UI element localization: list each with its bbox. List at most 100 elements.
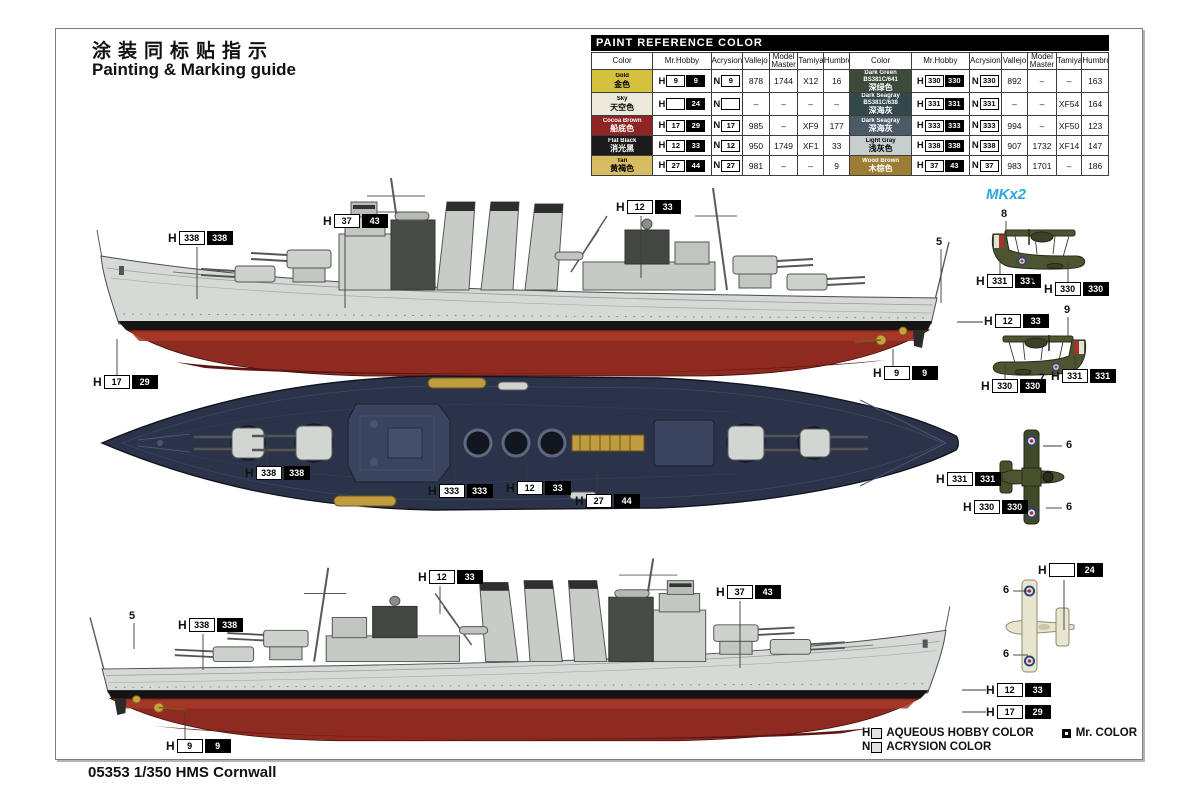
col-humbrol: Humbrol [822, 52, 851, 70]
hangar-block [390, 219, 436, 291]
humbrol-value: 186 [1081, 155, 1109, 176]
vallejo-value: 907 [1000, 135, 1029, 156]
aft-hangar-block [624, 229, 670, 265]
funnel-top [463, 428, 493, 458]
col-tamiya: Tamiya [797, 52, 824, 70]
turret-top [799, 428, 831, 458]
col-color: Color [849, 52, 912, 70]
propeller [898, 326, 908, 336]
tamiya-value: – [797, 92, 824, 116]
sheet-border-frame [55, 28, 1143, 760]
funnel [480, 201, 520, 291]
funnel-top [537, 428, 567, 458]
seaplane-side-view-left [991, 229, 1086, 270]
tamiya-value: XF1 [797, 135, 824, 156]
ships-boat [333, 495, 397, 507]
lower-wing [1021, 579, 1038, 673]
tamiya-value: XF9 [797, 115, 824, 136]
kit-number-and-name: 05353 1/350 HMS Cornwall [88, 764, 277, 781]
mr-color-label: Mr. COLOR [1075, 727, 1138, 739]
seaplane-hull [991, 233, 1086, 270]
col-modelmaster: Model Master [1027, 52, 1057, 70]
vallejo-value: – [1000, 92, 1029, 116]
funnel [436, 201, 476, 291]
color-system-legend: H AQUEOUS HOBBY COLOR Mr. COLOR N ACRYSI… [862, 726, 1137, 754]
ships-boat [427, 377, 487, 389]
modelmaster-value: – [768, 115, 799, 136]
part-number-label: 5 [129, 610, 136, 622]
tamiya-value: – [1055, 69, 1083, 93]
acrysion-code: N [710, 92, 744, 116]
col-vallejo: Vallejo [742, 52, 770, 70]
tamiya-value: XF50 [1055, 115, 1083, 136]
roundel [1029, 439, 1034, 443]
page-title-english: Painting & Marking guide [92, 60, 297, 79]
part-number-label: 6 [1003, 584, 1010, 596]
page-title-chinese: 涂装同标贴指示 [92, 41, 275, 62]
humbrol-value: 164 [1081, 92, 1109, 116]
part-number-label: 7 [1029, 276, 1036, 288]
modelmaster-value: 1749 [768, 135, 799, 156]
vallejo-value: 878 [742, 69, 770, 93]
vallejo-value: 950 [742, 135, 770, 156]
part-number-label: 6 [1066, 439, 1073, 451]
col-color: Color [590, 52, 654, 70]
tailplane [1055, 607, 1070, 647]
humbrol-value: 123 [1081, 115, 1109, 136]
modelmaster-value: – [1027, 115, 1057, 136]
modelmaster-value: – [1027, 69, 1057, 93]
col-tamiya: Tamiya [1055, 52, 1083, 70]
white-code-box-icon [871, 741, 883, 753]
boot-stripe [118, 321, 932, 330]
seaplane-top-view [999, 429, 1065, 525]
modelmaster-value: 1744 [768, 69, 799, 93]
roundel [1027, 589, 1032, 593]
turret [234, 265, 276, 283]
tamiya-value: – [1055, 155, 1083, 176]
part-number-label: 5 [936, 236, 943, 248]
humbrol-value: 16 [822, 69, 851, 93]
vallejo-value: 983 [1000, 155, 1029, 176]
roundel [1029, 511, 1034, 515]
col-humbrol: Humbrol [1081, 52, 1109, 70]
modelmaster-value: 1732 [1027, 135, 1057, 156]
aqueous-label: AQUEOUS HOBBY COLOR [886, 727, 1034, 739]
col-acrysion: Acrysion [968, 52, 1002, 70]
paint-table-title: PAINT REFERENCE COLOR [591, 35, 1109, 51]
fin-flash [999, 235, 1004, 248]
ship-side-view-top [96, 177, 950, 377]
vallejo-value: – [742, 92, 770, 116]
